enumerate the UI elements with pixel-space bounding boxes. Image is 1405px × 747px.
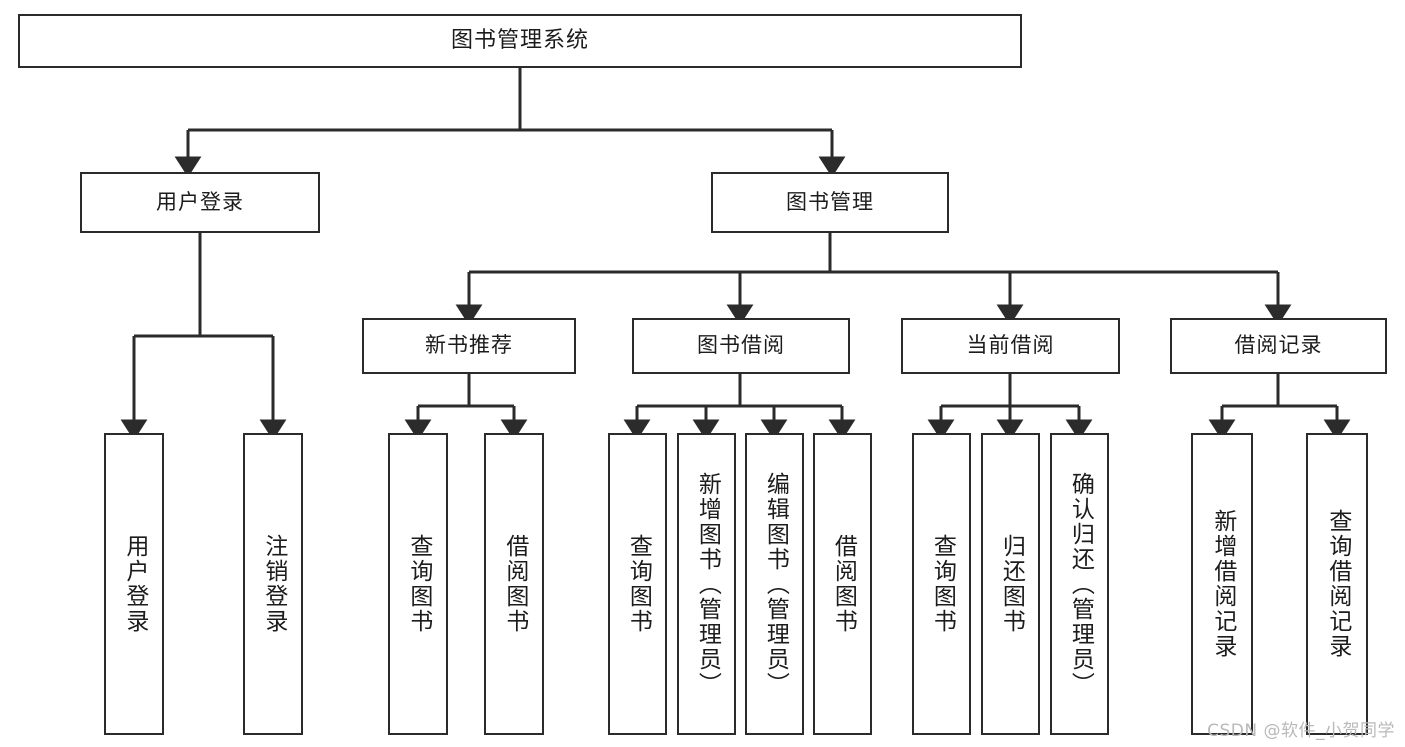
node-borrow-record-label: 借阅记录: [1234, 333, 1323, 358]
node-current-borrow[interactable]: 当前借阅: [901, 318, 1120, 374]
node-root[interactable]: 图书管理系统: [18, 14, 1022, 68]
node-book-borrow[interactable]: 图书借阅: [632, 318, 850, 374]
node-leaf-add-book-label: 新增图书（管理员）: [694, 471, 721, 697]
node-leaf-query-book-3-label: 查询图书: [929, 534, 956, 634]
node-leaf-return-book[interactable]: 归还图书: [981, 433, 1040, 735]
node-new-book-recommend[interactable]: 新书推荐: [362, 318, 576, 374]
node-new-book-recommend-label: 新书推荐: [425, 333, 513, 358]
node-leaf-borrow-book-1-label: 借阅图书: [501, 534, 528, 634]
node-user-login[interactable]: 用户登录: [80, 172, 320, 233]
node-leaf-borrow-book-2[interactable]: 借阅图书: [813, 433, 872, 735]
node-leaf-query-book-1-label: 查询图书: [405, 534, 432, 634]
node-leaf-user-login[interactable]: 用户登录: [104, 433, 164, 735]
node-leaf-add-book[interactable]: 新增图书（管理员）: [677, 433, 736, 735]
node-leaf-confirm-return-label: 确认归还（管理员）: [1067, 471, 1094, 697]
csdn-watermark: CSDN @软件_小贺同学: [1207, 721, 1395, 741]
node-leaf-borrow-book-2-label: 借阅图书: [830, 534, 857, 634]
node-root-label: 图书管理系统: [450, 27, 589, 53]
node-leaf-query-book-1[interactable]: 查询图书: [388, 433, 448, 735]
node-leaf-query-record-label: 查询借阅记录: [1324, 509, 1351, 659]
node-user-login-label: 用户登录: [156, 189, 244, 214]
node-leaf-query-book-3[interactable]: 查询图书: [912, 433, 971, 735]
node-leaf-query-book-2[interactable]: 查询图书: [608, 433, 667, 735]
node-book-manage[interactable]: 图书管理: [711, 172, 949, 233]
node-leaf-user-login-label: 用户登录: [121, 534, 148, 634]
node-leaf-logout[interactable]: 注销登录: [243, 433, 303, 735]
node-leaf-borrow-book-1[interactable]: 借阅图书: [484, 433, 544, 735]
node-leaf-add-record-label: 新增借阅记录: [1209, 509, 1236, 659]
node-leaf-query-book-2-label: 查询图书: [625, 534, 652, 634]
node-leaf-add-record[interactable]: 新增借阅记录: [1191, 433, 1253, 735]
node-book-borrow-label: 图书借阅: [697, 333, 785, 358]
node-book-manage-label: 图书管理: [786, 189, 874, 214]
node-current-borrow-label: 当前借阅: [966, 333, 1055, 358]
node-leaf-edit-book[interactable]: 编辑图书（管理员）: [745, 433, 804, 735]
node-borrow-record[interactable]: 借阅记录: [1170, 318, 1387, 374]
node-leaf-query-record[interactable]: 查询借阅记录: [1306, 433, 1368, 735]
node-leaf-edit-book-label: 编辑图书（管理员）: [762, 471, 789, 697]
node-leaf-logout-label: 注销登录: [260, 534, 287, 634]
node-leaf-confirm-return[interactable]: 确认归还（管理员）: [1050, 433, 1109, 735]
node-leaf-return-book-label: 归还图书: [998, 534, 1025, 634]
